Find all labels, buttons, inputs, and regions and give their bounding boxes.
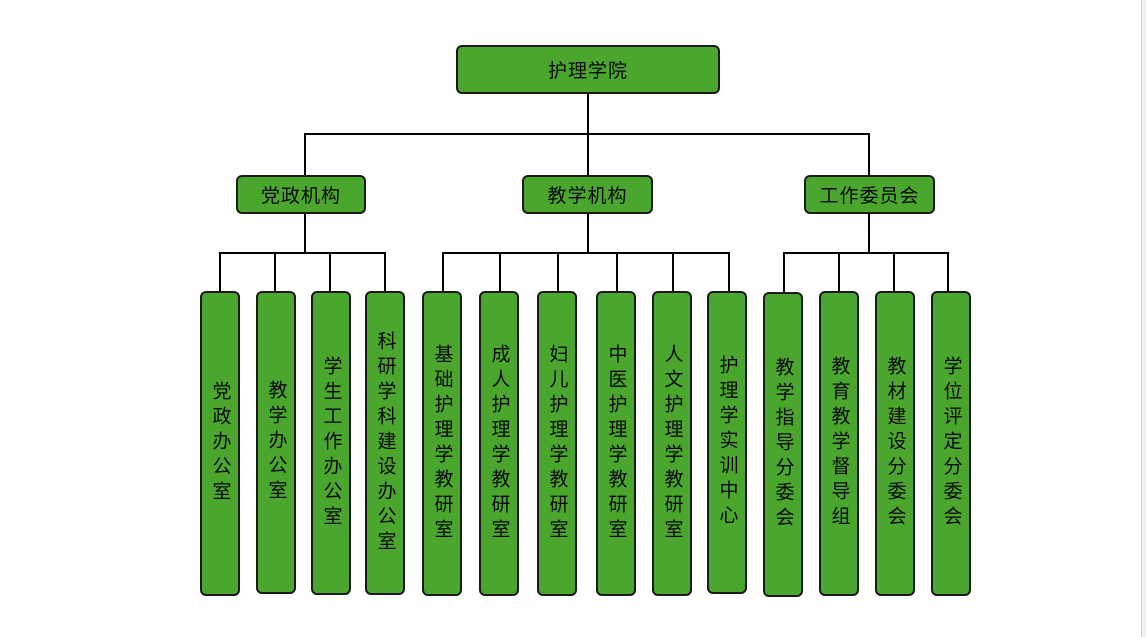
connector-root-down	[587, 93, 589, 134]
unit-node-label: 人文护理学教研室	[661, 343, 684, 544]
unit-node-label: 学生工作办公室	[320, 355, 343, 531]
unit-node: 党政办公室	[200, 291, 240, 596]
connector-to-teaching-group	[587, 133, 589, 176]
unit-node-label: 学位评定分委会	[940, 356, 963, 531]
connector-teaching-bar	[442, 252, 730, 254]
connector-committee-child-1	[783, 252, 785, 292]
unit-node: 教育教学督导组	[819, 291, 859, 596]
unit-node: 人文护理学教研室	[652, 291, 692, 596]
unit-node-label: 教育教学督导组	[828, 356, 851, 531]
group-node-teaching: 教学机构	[522, 175, 653, 214]
unit-node-label: 基础护理学教研室	[431, 343, 454, 544]
connector-teaching-down	[587, 212, 589, 253]
connector-party-child-2	[274, 252, 276, 292]
unit-node: 基础护理学教研室	[422, 291, 462, 596]
root-node: 护理学院	[456, 45, 720, 94]
unit-node: 学位评定分委会	[931, 291, 971, 596]
connector-committee-child-3	[893, 252, 895, 292]
unit-node: 妇儿护理学教研室	[537, 291, 577, 596]
group-node-label: 党政机构	[260, 185, 341, 207]
unit-node-label: 教学指导分委会	[772, 357, 795, 532]
unit-node-label: 教学办公室	[265, 380, 288, 505]
connector-committee-down	[868, 212, 870, 253]
connector-party-down	[304, 212, 306, 253]
connector-teaching-child-6	[728, 252, 730, 292]
connector-party-bar	[219, 252, 386, 254]
unit-node: 科研学科建设办公室	[365, 291, 405, 595]
unit-node-label: 中医护理学教研室	[605, 343, 628, 544]
connector-party-child-4	[384, 252, 386, 292]
unit-node: 教材建设分委会	[875, 291, 915, 596]
connector-teaching-child-3	[557, 252, 559, 292]
connector-committee-child-2	[838, 252, 840, 292]
unit-node: 教学办公室	[256, 291, 296, 594]
unit-node-label: 妇儿护理学教研室	[546, 343, 569, 544]
group-node-label: 工作委员会	[819, 185, 920, 207]
connector-committee-bar	[783, 252, 949, 254]
unit-node: 教学指导分委会	[763, 292, 803, 597]
unit-node-label: 党政办公室	[209, 381, 232, 506]
window-edge	[1141, 0, 1146, 637]
connector-teaching-child-5	[672, 252, 674, 292]
unit-node-label: 科研学科建设办公室	[374, 330, 397, 556]
unit-node-label: 教材建设分委会	[884, 356, 907, 531]
unit-node: 学生工作办公室	[311, 291, 351, 595]
unit-node-label: 护理学实训中心	[716, 355, 739, 530]
connector-committee-child-4	[947, 252, 949, 292]
connector-teaching-child-1	[442, 252, 444, 292]
unit-node: 成人护理学教研室	[479, 291, 519, 596]
unit-node: 中医护理学教研室	[596, 291, 636, 596]
unit-node: 护理学实训中心	[707, 291, 747, 594]
root-node-label: 护理学院	[547, 60, 628, 82]
connector-to-committee-group	[868, 133, 870, 176]
group-node-party: 党政机构	[236, 175, 366, 214]
connector-teaching-child-4	[616, 252, 618, 292]
group-node-label: 教学机构	[547, 185, 628, 207]
connector-teaching-child-2	[499, 252, 501, 292]
unit-node-label: 成人护理学教研室	[488, 343, 511, 544]
connector-party-child-3	[329, 252, 331, 292]
connector-party-child-1	[219, 252, 221, 292]
group-node-committee: 工作委员会	[804, 175, 935, 214]
connector-to-party-group	[304, 133, 306, 176]
